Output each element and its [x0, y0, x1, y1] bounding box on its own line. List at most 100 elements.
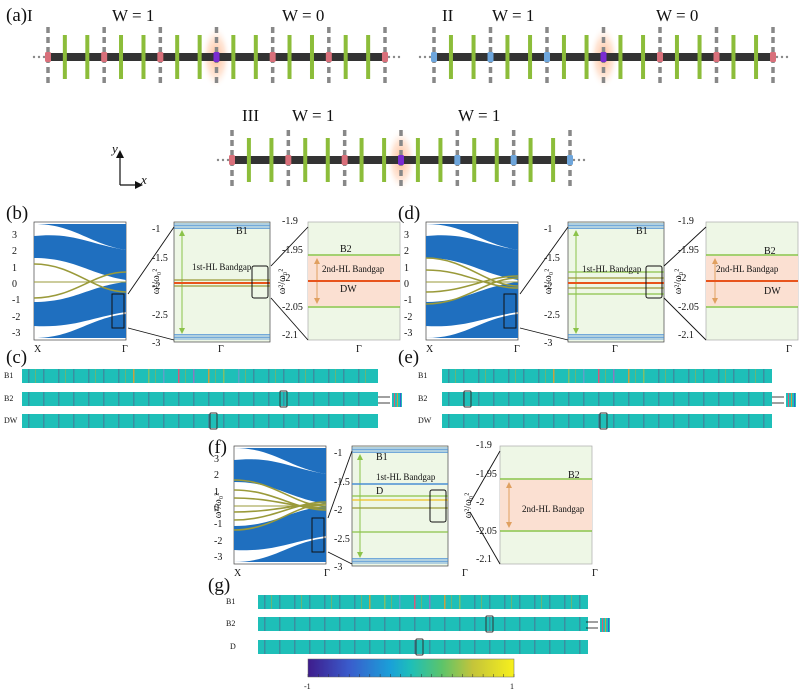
strip-stripe	[504, 617, 506, 631]
strip-stripe	[28, 369, 30, 383]
strip-c-dw	[22, 412, 378, 430]
strip-stripe	[193, 414, 195, 428]
gap-x-tick: Γ	[462, 568, 468, 579]
strip-stripe	[748, 392, 750, 406]
strip-stripe	[515, 369, 516, 383]
strip-stripe	[163, 414, 165, 428]
strip-stripe	[414, 640, 416, 654]
strip-stripe	[448, 369, 450, 383]
strip-stripe	[324, 595, 326, 609]
chain-end-dot	[387, 55, 391, 59]
strip-stripe	[598, 369, 600, 383]
band-fill	[426, 282, 518, 327]
resonator-bar	[697, 35, 702, 79]
strip-stripe	[628, 369, 630, 383]
resonator-bar	[472, 138, 477, 182]
chain-end-dot	[780, 55, 784, 59]
resonator-bar	[253, 35, 258, 79]
strip-stripe	[331, 595, 332, 609]
mini-stripe	[608, 618, 609, 632]
strip-stripe	[665, 369, 666, 383]
colorbar-min-label: -1	[304, 682, 311, 691]
panel-label-g: (g)	[208, 575, 231, 596]
strip-stripe	[444, 640, 446, 654]
strip-stripe	[133, 414, 135, 428]
strip-stripe	[208, 369, 210, 383]
zoom-connector	[327, 450, 353, 519]
strip-stripe	[58, 414, 60, 428]
xy-axis-glyph	[116, 150, 143, 189]
zoom-y-tick: -2.1	[282, 330, 298, 341]
zoom-connector	[270, 297, 309, 341]
in-gap-mode-line	[425, 269, 519, 289]
cell-node	[101, 52, 108, 62]
strip-stripe	[279, 640, 281, 654]
label-b1: B1	[636, 226, 648, 237]
zoom-connector	[270, 226, 309, 267]
strip-stripe	[478, 414, 480, 428]
in-gap-mode-line	[233, 503, 327, 513]
cell-node	[213, 52, 220, 62]
strip-stripe	[279, 617, 281, 631]
strip-stripe	[103, 392, 105, 406]
resonator-bar	[674, 35, 679, 79]
strip-stripe	[43, 392, 45, 406]
strip-stripe	[324, 617, 326, 631]
label-b2: B2	[568, 470, 580, 481]
strip-stripe	[313, 392, 315, 406]
mode-box	[463, 390, 472, 408]
chain-end-dot	[42, 55, 46, 59]
strip-label-d: D	[230, 642, 236, 651]
gap-y-tick: -1	[334, 448, 343, 459]
band-y-tick: -2	[12, 311, 21, 323]
strip-label-b1: B1	[226, 597, 236, 606]
strip-stripe	[414, 617, 416, 631]
y-axis-label: ω²/ω₀²	[151, 268, 163, 295]
strip-stripe	[489, 595, 491, 609]
band-y-tick: 3	[214, 454, 219, 465]
resonator-bar	[448, 35, 453, 79]
mini-stripe	[605, 618, 606, 632]
bandgap-zoom-f	[351, 445, 449, 567]
band-y-tick: 1	[12, 262, 17, 274]
chain-end-dot	[392, 55, 396, 59]
strip-stripe	[448, 414, 450, 428]
y-axis-label: ω²/ω₀²	[463, 492, 475, 519]
band-fill	[34, 282, 126, 327]
resonator-bar	[269, 138, 274, 182]
strip-bg	[22, 392, 378, 406]
strip-stripe	[429, 617, 431, 631]
y-axis-label: ω²/ω₀²	[213, 492, 225, 519]
resonator-bar	[415, 138, 420, 182]
panel-label-d: (d)	[398, 203, 421, 224]
strip-stripe	[95, 369, 96, 383]
strip-stripe	[43, 414, 45, 428]
cell-node	[269, 52, 276, 62]
strip-stripe	[733, 392, 735, 406]
strip-stripe	[579, 595, 581, 609]
strip-stripe	[564, 617, 566, 631]
strip-stripe	[148, 414, 150, 428]
strip-stripe	[28, 392, 30, 406]
resonator-bar	[561, 35, 566, 79]
strip-c-b2-inset	[378, 393, 402, 407]
mini-stripe	[400, 393, 401, 407]
zoom-connector	[127, 327, 175, 341]
zoom-y-tick: -2	[282, 273, 291, 284]
band-y-tick: 0	[12, 278, 17, 290]
band-x-tick: X	[234, 568, 242, 579]
strip-stripe	[673, 392, 675, 406]
strip-stripe	[478, 369, 480, 383]
strip-stripe	[421, 595, 422, 609]
in-gap-mode-line	[233, 489, 327, 511]
strip-stripe	[223, 414, 225, 428]
strip-stripe	[489, 617, 491, 631]
cell-node	[382, 52, 388, 62]
strip-stripe	[474, 617, 476, 631]
strip-stripe	[178, 414, 180, 428]
strip-stripe	[549, 617, 551, 631]
strip-stripe	[538, 414, 540, 428]
strip-stripe	[369, 617, 371, 631]
cell-node	[510, 155, 517, 165]
strip-c-b2	[22, 390, 378, 408]
